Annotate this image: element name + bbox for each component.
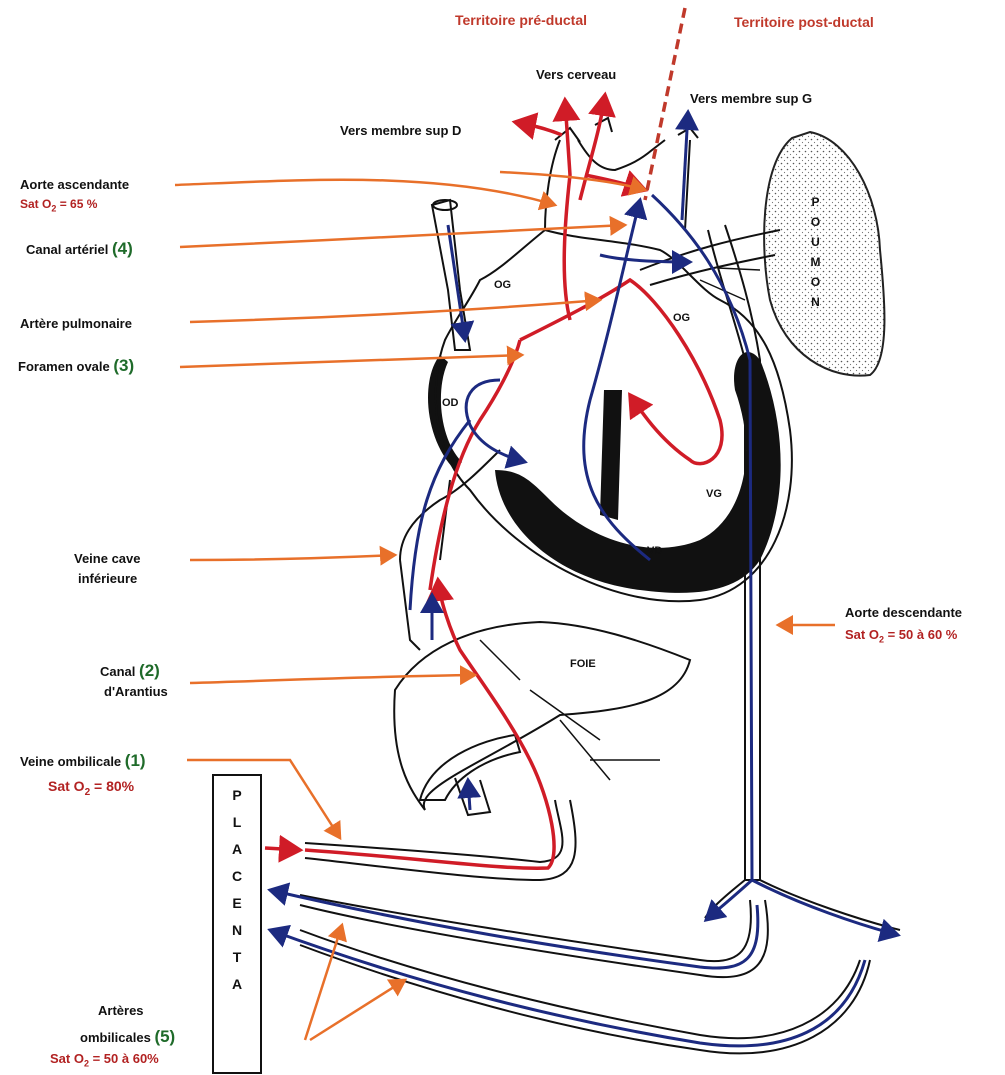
leader-foramen xyxy=(180,355,522,367)
organ-og-right: OG xyxy=(673,312,690,324)
organ-foie: FOIE xyxy=(570,658,596,670)
heart-muscle xyxy=(495,352,781,593)
label-arteres-ombilicales-line1: Artères xyxy=(98,1002,144,1019)
leader-pulm-artery xyxy=(190,300,600,322)
blue-flow-bifurc-left xyxy=(706,880,752,920)
organ-vd: VD xyxy=(647,545,662,557)
label-vers-membre-sup-g: Vers membre sup G xyxy=(690,90,812,107)
label-canal-arantius-line2: d'Arantius xyxy=(104,683,168,700)
label-artere-pulmonaire: Artère pulmonaire xyxy=(20,315,132,332)
leader-aorta-asc xyxy=(175,180,555,205)
organ-od: OD xyxy=(442,397,459,409)
umbilical-vein-liver-entry xyxy=(455,778,490,815)
sat-aorte-ascendante: Sat O2 = 65 % xyxy=(20,196,97,217)
label-aorte-ascendante: Aorte ascendante xyxy=(20,176,129,193)
blue-flow-liver xyxy=(468,780,470,810)
label-canal-arantius-line1: Canal (2) xyxy=(100,662,160,680)
label-canal-arteriel: Canal artériel (4) xyxy=(26,240,133,258)
blue-flow-svc xyxy=(448,225,465,340)
ductal-limit-line xyxy=(645,8,685,200)
label-veine-ombilicale: Veine ombilicale (1) xyxy=(20,752,146,770)
label-veine-cave-line2: inférieure xyxy=(78,570,137,587)
label-vers-membre-sup-d: Vers membre sup D xyxy=(340,122,461,139)
lung-label: P O U M O N xyxy=(806,192,826,312)
sat-arteres-ombilicales: Sat O2 = 50 à 60% xyxy=(50,1050,159,1073)
liver xyxy=(394,622,690,810)
red-flow-ivc xyxy=(430,340,520,590)
placenta-label: P L A C E N T A xyxy=(213,782,261,998)
sat-aorte-descendante: Sat O2 = 50 à 60 % xyxy=(845,626,957,649)
label-veine-cave-line1: Veine cave xyxy=(74,550,141,567)
territory-pre-ductal: Territoire pré-ductal xyxy=(455,12,587,29)
organ-og-left: OG xyxy=(494,279,511,291)
sat-veine-ombilicale: Sat O2 = 80% xyxy=(48,778,134,801)
aorta-bifurcation xyxy=(705,880,900,930)
red-flow-la xyxy=(520,280,722,464)
leader-umb-vein xyxy=(187,760,340,838)
leader-umb-art-b xyxy=(310,980,405,1040)
leader-aorta-asc-2 xyxy=(500,172,645,190)
red-flow-placenta-in xyxy=(265,848,300,850)
territory-post-ductal: Territoire post-ductal xyxy=(734,14,874,31)
leader-ivc xyxy=(190,555,395,560)
pulmonary-branches xyxy=(700,268,760,300)
septum xyxy=(600,390,622,520)
label-arteres-ombilicales-line2: ombilicales (5) xyxy=(80,1028,175,1046)
label-vers-cerveau: Vers cerveau xyxy=(536,66,616,83)
label-aorte-descendante: Aorte descendante xyxy=(845,604,962,621)
leader-ductus xyxy=(180,225,625,247)
organ-vg: VG xyxy=(706,488,722,500)
label-foramen-ovale: Foramen ovale (3) xyxy=(18,357,134,375)
red-flow-right-arm xyxy=(515,122,562,135)
